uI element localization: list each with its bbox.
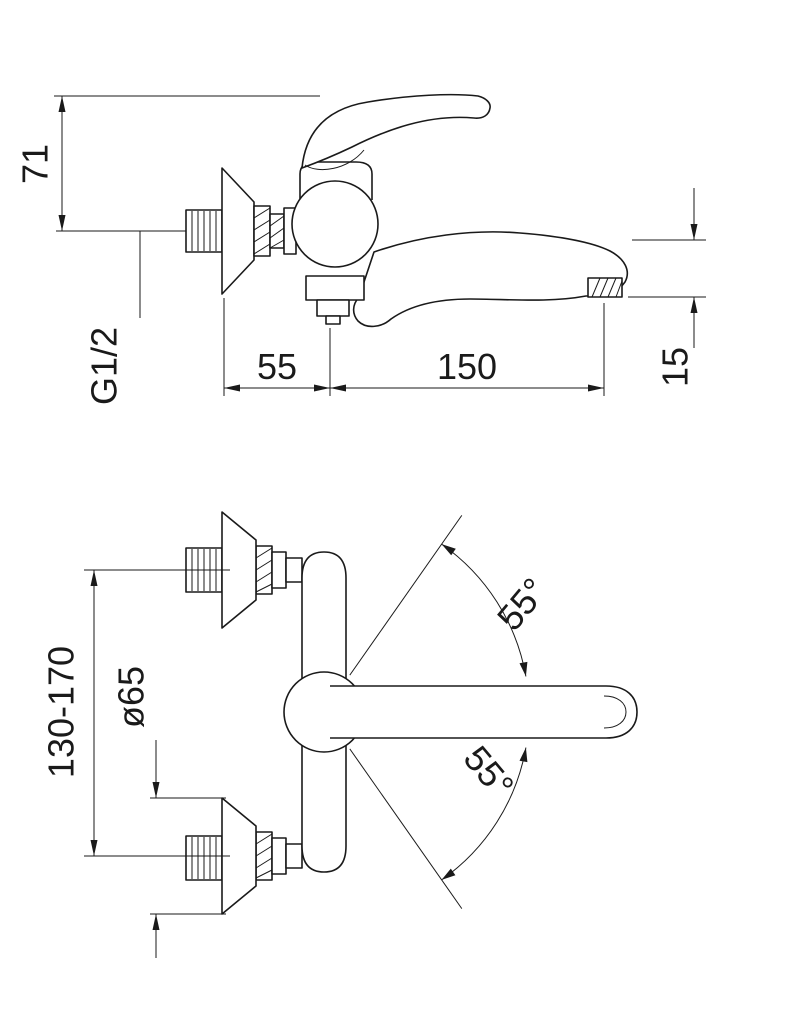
handle-base-line	[304, 149, 365, 171]
dim-label-thread: G1/2	[84, 327, 125, 405]
swing-ray-upper	[349, 515, 463, 676]
dimension-dia-65: ø65	[111, 666, 226, 958]
plan-view: 55° 55° 130-170 ø65	[41, 511, 638, 958]
dim-label-centers: 130-170	[41, 646, 82, 778]
lever-tip-line	[603, 695, 627, 729]
top-union	[285, 557, 303, 583]
eccentric-connector	[269, 213, 285, 249]
body-foot-step	[316, 299, 350, 317]
connector-hatch	[269, 215, 285, 249]
bottom-ring-hatch	[255, 833, 273, 879]
swing-arc-upper	[441, 543, 527, 677]
dim-label-55: 55	[257, 346, 297, 387]
dimension-130-170: 130-170	[41, 569, 230, 857]
dim-label-swing-upper: 55°	[489, 570, 555, 638]
ring-hatch	[253, 207, 271, 255]
swing-arc-lower	[441, 747, 527, 881]
plan-lever-handle	[330, 685, 638, 739]
body-sphere	[291, 180, 379, 268]
spout	[352, 231, 629, 328]
top-escutcheon	[221, 511, 257, 629]
body-foot	[305, 275, 365, 301]
lever-handle	[301, 93, 491, 169]
side-view-dimensions: 71 G1/2 55 150	[15, 95, 706, 405]
plan-view-faucet	[185, 511, 638, 915]
dimension-55-150: 55 150	[223, 298, 605, 396]
swing-ray-lower	[349, 748, 463, 909]
body-foot-cap	[325, 315, 341, 325]
bottom-escutcheon	[221, 797, 257, 915]
side-view: 71 G1/2 55 150	[15, 93, 706, 405]
top-eccentric	[271, 551, 287, 589]
dim-label-15: 15	[655, 347, 696, 387]
bottom-union	[285, 843, 303, 869]
dim-label-150: 150	[437, 346, 497, 387]
dimension-15: 15	[628, 188, 706, 387]
plan-view-dimensions: 130-170 ø65	[41, 569, 230, 958]
thread-hatch	[191, 211, 217, 251]
dim-label-flange-diameter: ø65	[111, 666, 152, 728]
side-view-faucet	[185, 93, 629, 328]
dim-label-71: 71	[15, 144, 56, 184]
dimension-g12: G1/2	[84, 231, 141, 405]
bottom-thread-hatch	[191, 837, 217, 879]
escutcheon-cone	[221, 167, 255, 295]
aerator-hatch	[591, 277, 623, 298]
top-ring-hatch	[255, 547, 273, 593]
dimension-71: 71	[15, 95, 320, 232]
dim-label-swing-lower: 55°	[456, 738, 522, 806]
bottom-eccentric	[271, 837, 287, 875]
